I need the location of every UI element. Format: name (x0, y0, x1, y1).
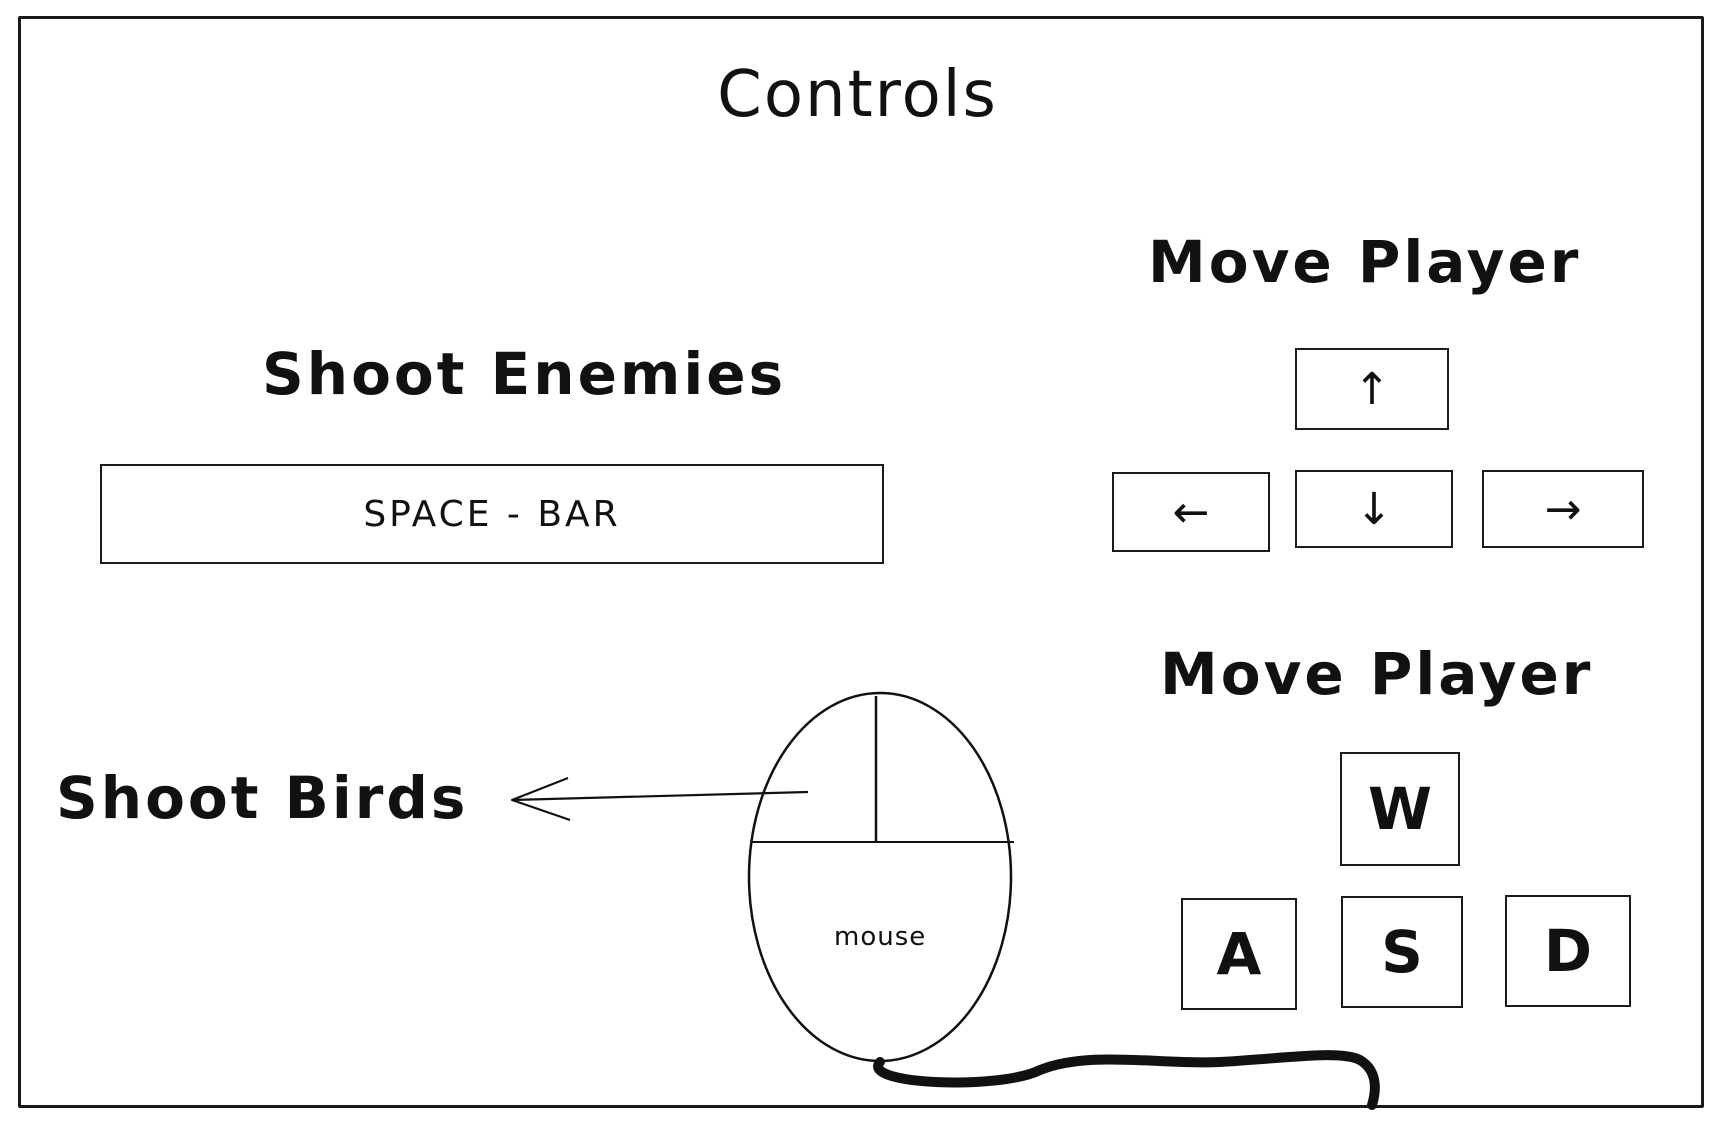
shoot-enemies-heading: Shoot Enemies (262, 340, 787, 408)
space-bar-label: SPACE - BAR (363, 493, 621, 535)
mouse-body (747, 691, 1013, 1063)
w-key[interactable]: W (1340, 752, 1460, 866)
mouse-cable (873, 1050, 1380, 1110)
move-player-arrows-heading: Move Player (1148, 228, 1582, 296)
controls-frame (18, 16, 1704, 1108)
a-key-label: A (1216, 920, 1262, 988)
arrow-right-key[interactable]: → (1482, 470, 1644, 548)
arrow-down-icon: ↓ (1355, 483, 1393, 535)
s-key[interactable]: S (1341, 896, 1463, 1008)
move-player-wasd-heading: Move Player (1160, 640, 1594, 708)
shoot-birds-heading: Shoot Birds (56, 764, 469, 832)
arrow-up-key[interactable]: ↑ (1295, 348, 1449, 430)
d-key[interactable]: D (1505, 895, 1631, 1007)
arrow-up-icon: ↑ (1353, 363, 1391, 415)
arrow-right-icon: → (1544, 483, 1582, 535)
w-key-label: W (1368, 775, 1432, 843)
shoot-birds-arrow-head (510, 776, 571, 822)
page-title: Controls (717, 58, 998, 132)
arrow-down-key[interactable]: ↓ (1295, 470, 1453, 548)
shoot-birds-arrow-line (511, 790, 809, 802)
arrow-left-icon: ← (1172, 486, 1210, 538)
s-key-label: S (1381, 918, 1423, 986)
a-key[interactable]: A (1181, 898, 1297, 1010)
space-bar-key[interactable]: SPACE - BAR (100, 464, 884, 564)
mouse-label: mouse (834, 922, 927, 952)
d-key-label: D (1543, 917, 1593, 985)
arrow-left-key[interactable]: ← (1112, 472, 1270, 552)
